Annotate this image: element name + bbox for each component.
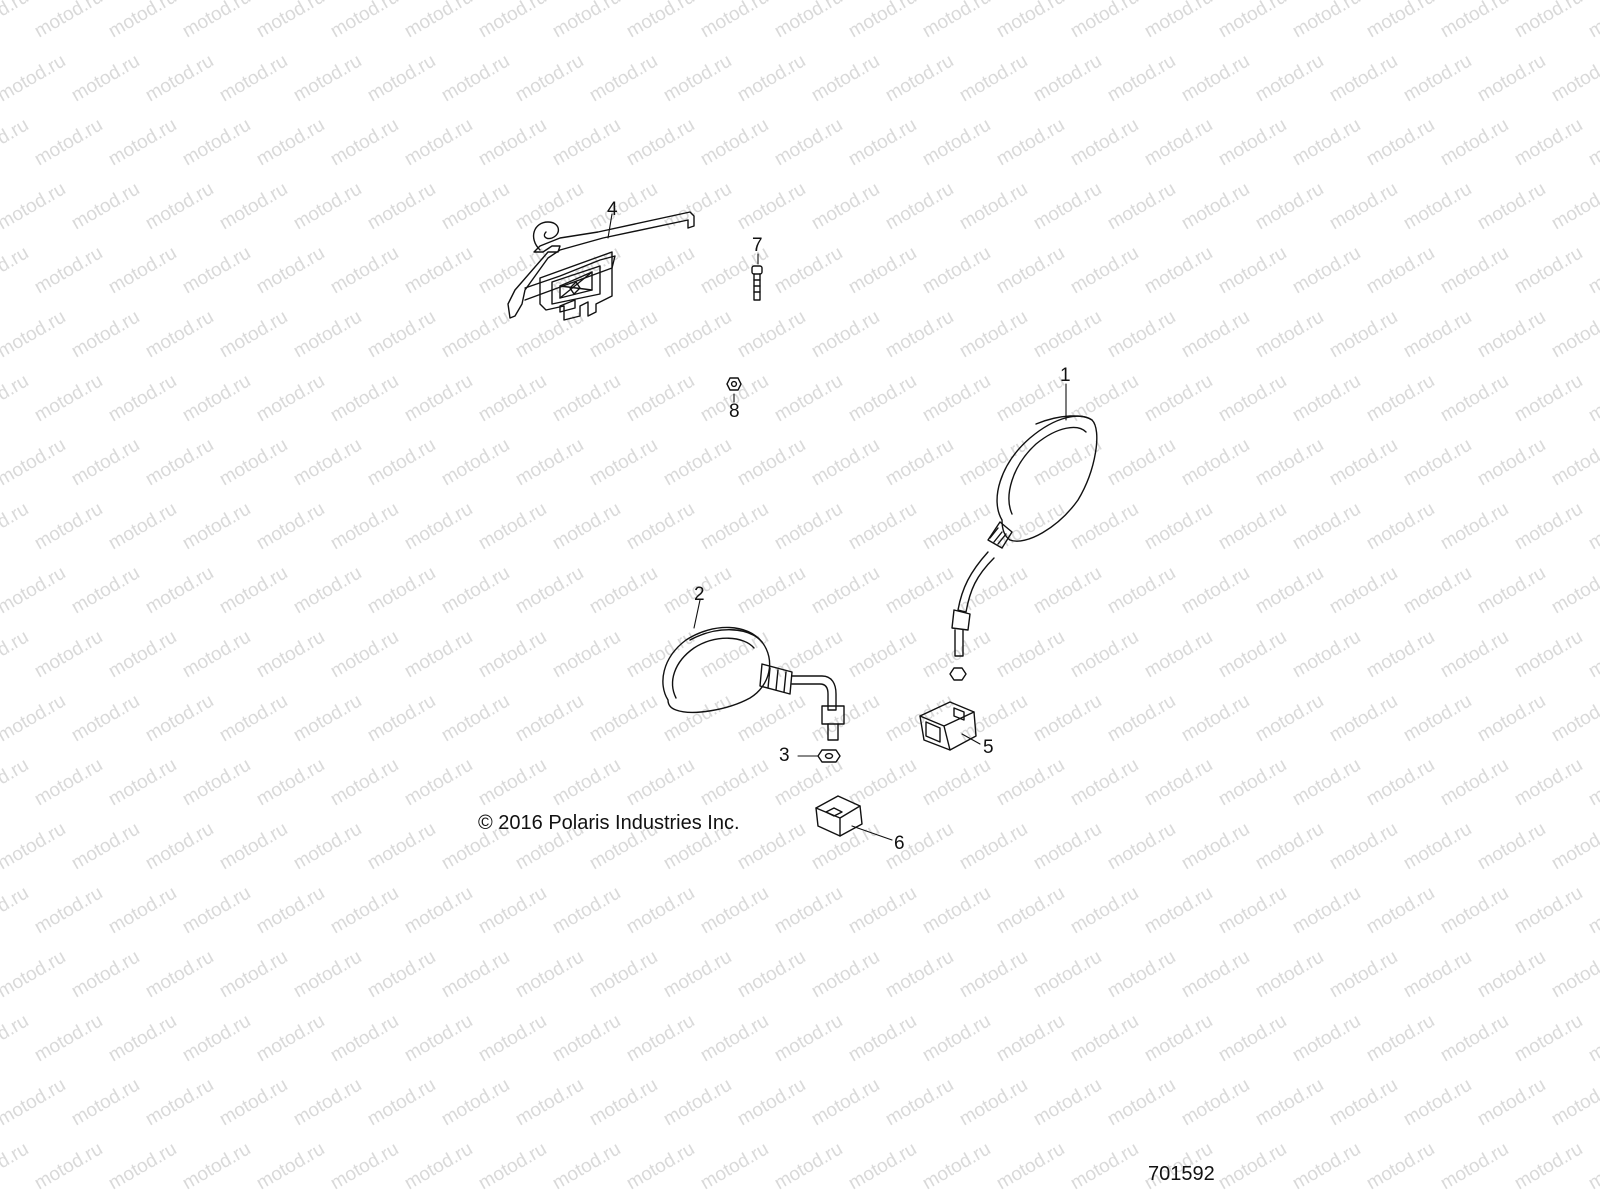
callout-5: 5	[983, 737, 994, 758]
switch-part	[919, 701, 977, 751]
bolt-part	[751, 265, 763, 301]
drawing-number: 701592	[1148, 1163, 1215, 1185]
right-mirror-part	[949, 415, 1098, 681]
callout-2: 2	[694, 584, 705, 605]
callout-1: 1	[1060, 365, 1071, 386]
callout-7: 7	[752, 235, 763, 256]
leader-lines	[607, 213, 1067, 841]
nut-part-3	[817, 749, 841, 763]
left-mirror-part	[662, 626, 845, 741]
nut-part	[726, 377, 742, 391]
copyright-text: © 2016 Polaris Industries Inc.	[478, 812, 740, 834]
callout-4: 4	[607, 199, 618, 220]
mounting-bracket-part	[507, 211, 695, 321]
callout-6: 6	[894, 833, 905, 854]
connector-part	[815, 795, 863, 837]
callout-8: 8	[729, 401, 740, 422]
callout-3: 3	[779, 745, 790, 766]
